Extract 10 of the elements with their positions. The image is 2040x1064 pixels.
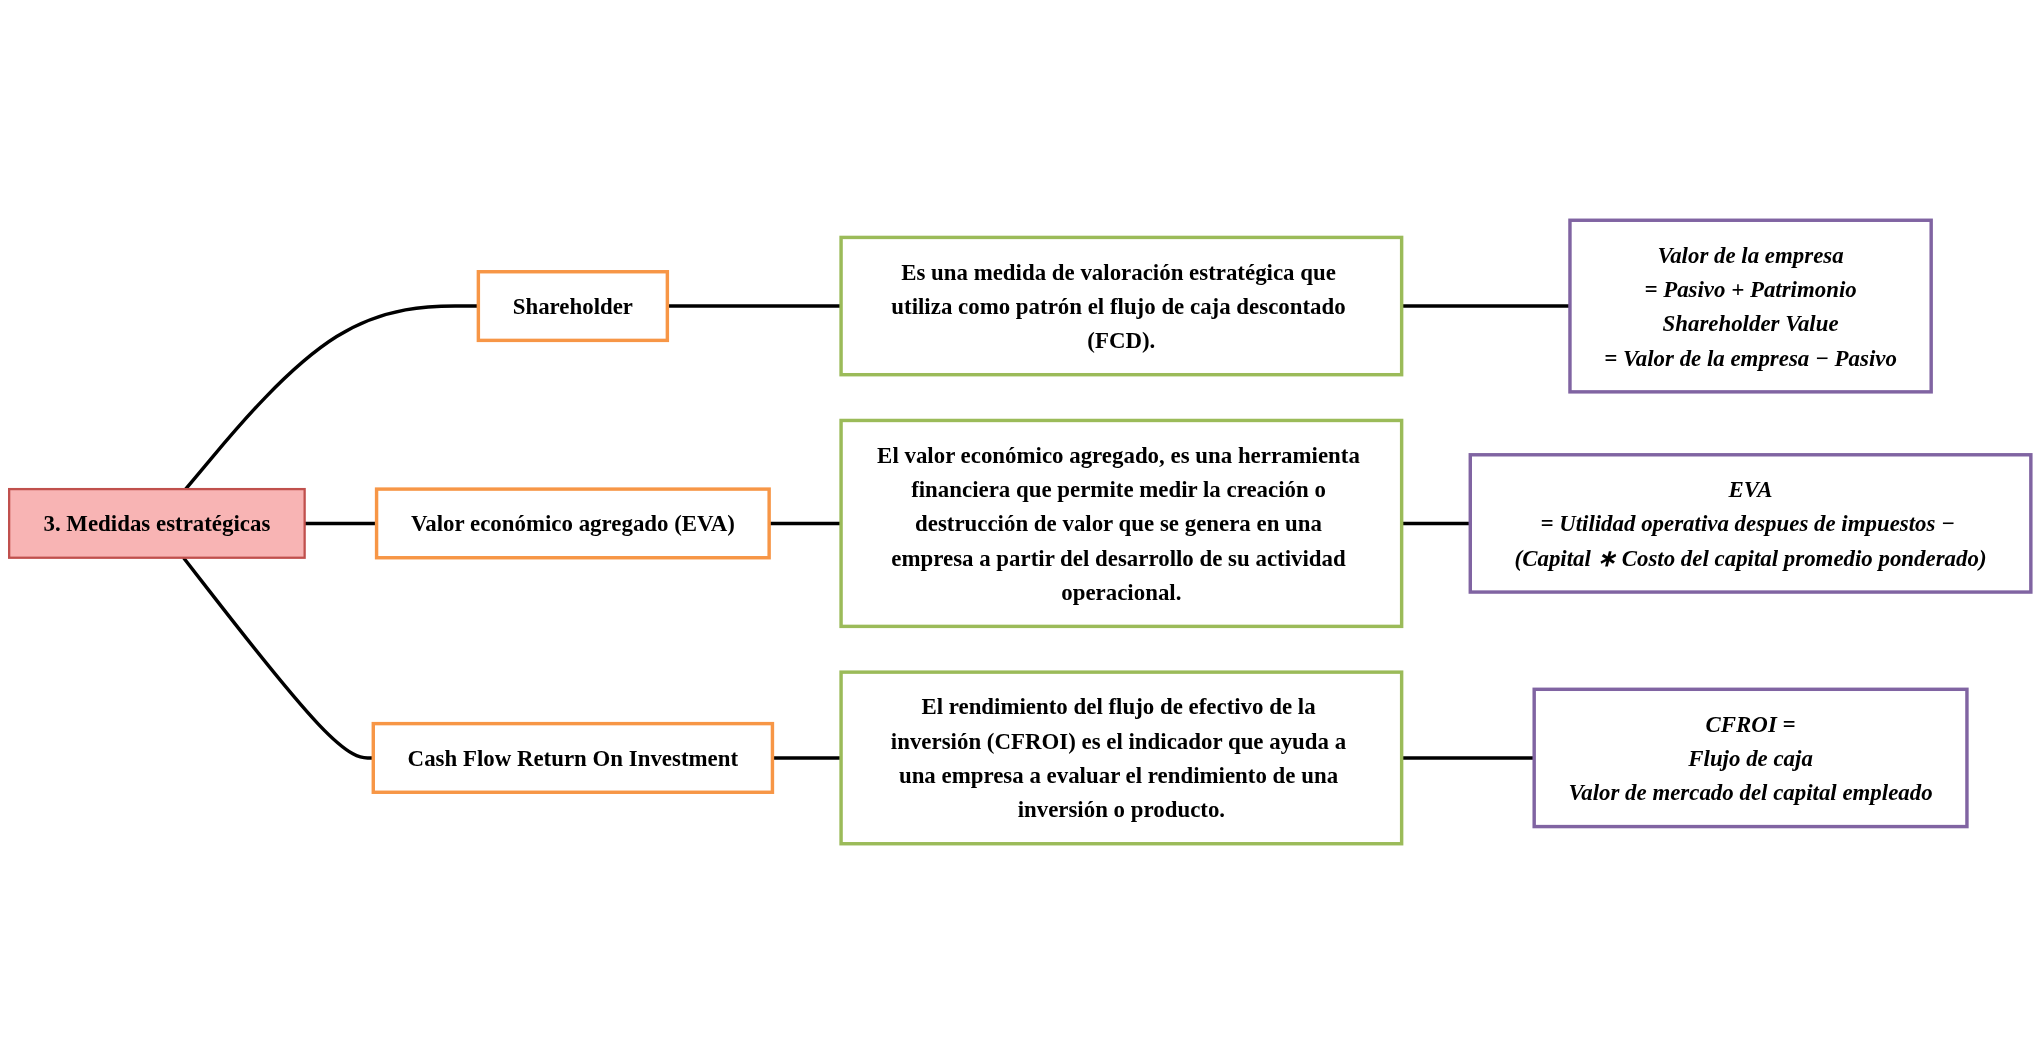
node-box: EVA = Utilidad operativa despues de impuestos − (Capital ∗ Costo del capital promedio ponderado) (1468, 453, 2033, 594)
node-box: 3. Medidas estratégicas (8, 487, 306, 559)
node-box: Shareholder (476, 270, 670, 343)
node-box: El rendimiento del flujo de efectivo de la inversión (CFROI) es el indicador que ayuda a una empresa a evaluar el rendimiento de una inversión o producto. (839, 670, 1404, 846)
node-box: CFROI = Flujo de caja Valor de mercado del capital empleado (1532, 687, 1969, 829)
node-box: El valor económico agregado, es una herramienta financiera que permite medir la creación o destrucción de valor que se genera en una empresa a partir del desarrollo de su actividad operacional. (839, 418, 1404, 629)
node-box: Valor económico agregado (EVA) (374, 487, 771, 560)
node-box: Es una medida de valoración estratégica que utiliza como patrón el flujo de caja descontado (FCD). (839, 235, 1404, 377)
node-box: Valor de la empresa = Pasivo + Patrimonio Shareholder Value = Valor de la empresa − Pasivo (1568, 218, 1933, 394)
node-box: Cash Flow Return On Investment (371, 721, 775, 794)
